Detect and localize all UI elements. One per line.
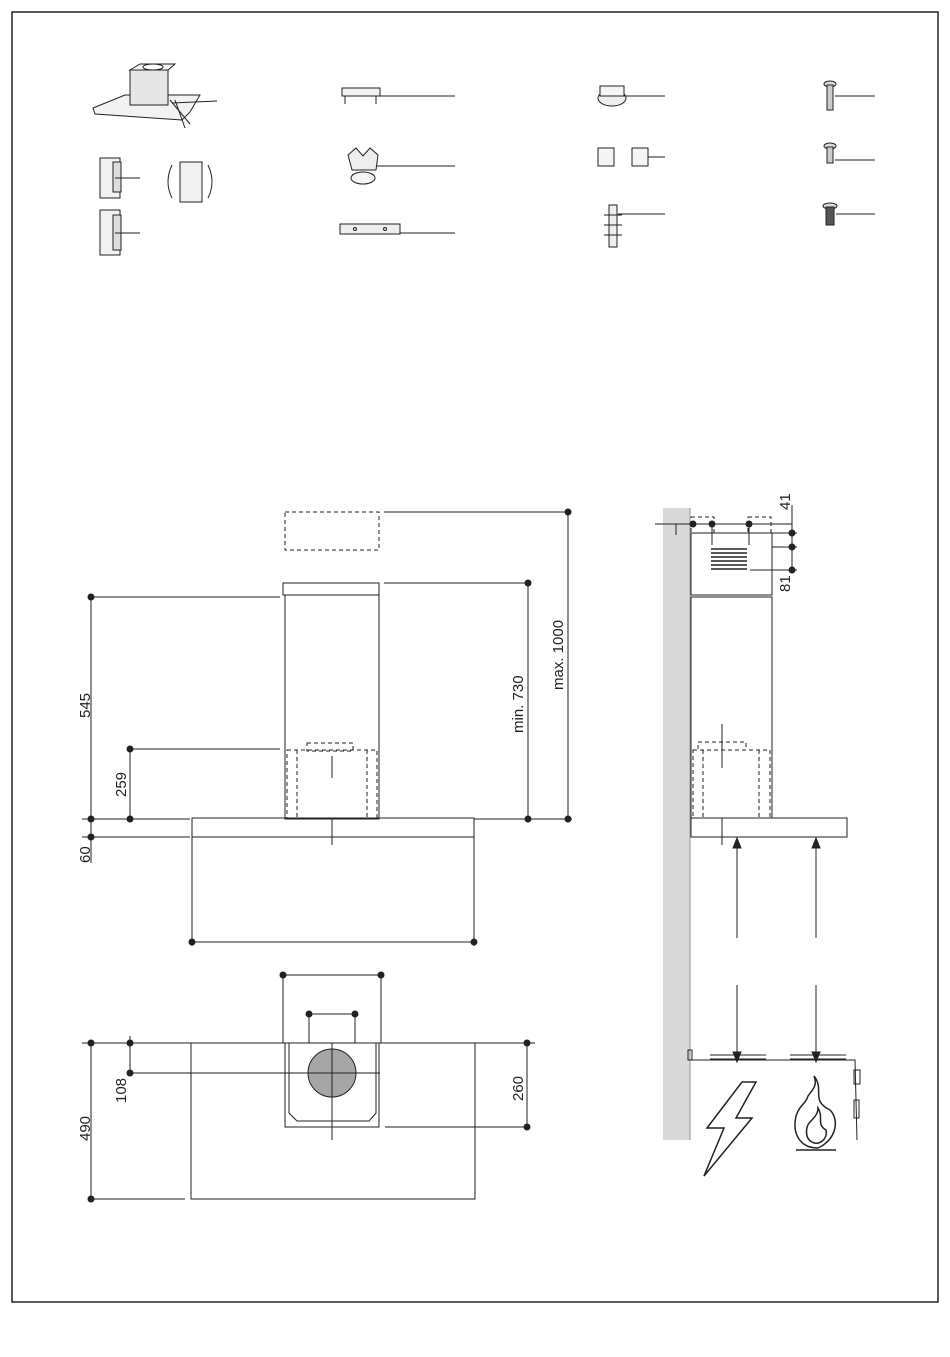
side-chimney-upper (691, 533, 772, 595)
part-clips (598, 148, 665, 166)
part-long-screw (824, 81, 875, 110)
part-outlet-ring (598, 86, 665, 106)
dim-depth: 490 (77, 1116, 94, 1141)
part-wall-plug (604, 205, 665, 247)
part-connector-flange (348, 148, 455, 184)
side-chimney-body (691, 597, 772, 818)
chimney-cap (283, 583, 379, 595)
dim-bracket: 81 (777, 575, 794, 592)
side-vent-grille (711, 549, 747, 569)
part-short-screw (824, 143, 875, 163)
side-canopy (691, 818, 847, 837)
part-lower-chimney (100, 210, 140, 255)
dim-chimney-depth: 260 (510, 1076, 527, 1101)
electric-lightning-icon (704, 1082, 756, 1176)
dim-min-height: min. 730 (510, 675, 527, 733)
part-wall-bracket (340, 224, 455, 234)
part-top-bracket (342, 88, 455, 104)
dim-outlet: 108 (113, 1078, 130, 1103)
side-view (655, 505, 860, 1140)
part-chimney-rotate (168, 162, 212, 202)
dim-chimney: 545 (77, 693, 94, 718)
part-hood-assembly (93, 64, 217, 128)
top-view (82, 972, 535, 1202)
parts-list (93, 64, 875, 255)
chimney-body (285, 595, 379, 819)
canopy (192, 818, 474, 837)
gas-flame-icon (795, 1076, 836, 1150)
wall (663, 508, 690, 1140)
front-view (82, 509, 572, 946)
part-flat-screw (823, 203, 875, 225)
dim-max-height: max. 1000 (550, 620, 567, 690)
extension-dashed (285, 512, 379, 550)
dim-lower-chimney: 259 (113, 772, 130, 797)
part-upper-chimney (100, 158, 140, 198)
dim-top: 41 (777, 493, 794, 510)
dim-canopy: 60 (77, 846, 94, 863)
